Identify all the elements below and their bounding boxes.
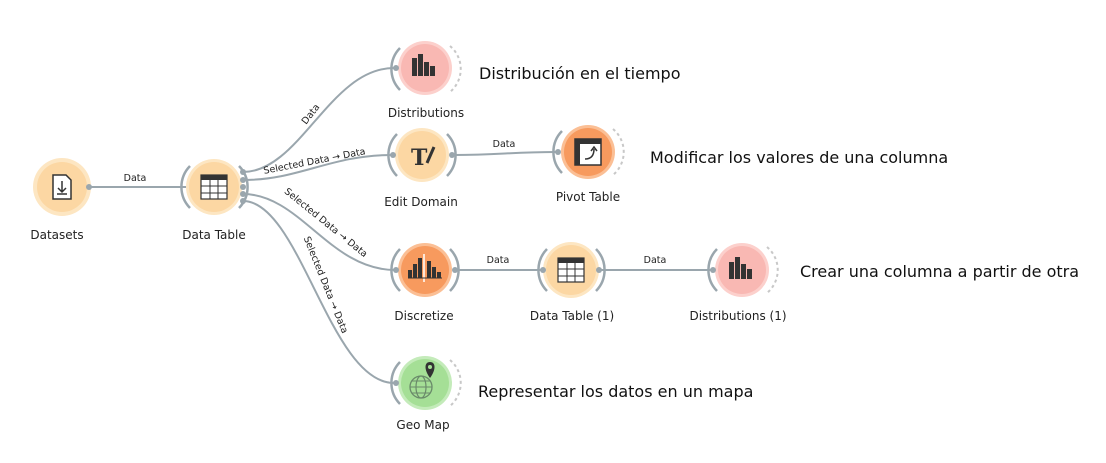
node-pivot-table[interactable]: Pivot Table (552, 125, 625, 204)
link-table-to-edit-domain[interactable] (242, 154, 393, 181)
annotation-represent-map[interactable]: Representar los datos en un mapa (478, 382, 753, 401)
text-edit-icon: T (411, 145, 436, 171)
svg-text:T: T (411, 145, 428, 171)
globe-pin-icon (409, 362, 435, 399)
node-distributions[interactable]: Distributions (388, 41, 464, 120)
pivot-icon (574, 138, 602, 166)
node-label: Geo Map (396, 418, 449, 432)
node-discretize[interactable]: Discretize (390, 243, 460, 323)
annotation-modify-values[interactable]: Modificar los valores de una columna (650, 148, 948, 167)
node-data-table-1[interactable]: Data Table (1) (530, 242, 614, 323)
node-datasets[interactable]: Datasets (30, 158, 92, 242)
node-label: Data Table (182, 228, 246, 242)
workflow-links (90, 67, 712, 384)
link-table-to-geomap[interactable] (242, 200, 395, 384)
node-label: Distributions (388, 106, 464, 120)
link-label-table1-distributions1: Data (644, 255, 667, 266)
node-label: Distributions (1) (689, 309, 786, 323)
bar-chart-icon (412, 54, 435, 76)
link-edit-to-pivot[interactable] (453, 151, 558, 156)
link-label-table-distributions: Data (300, 102, 323, 127)
node-geo-map[interactable]: Geo Map (390, 356, 462, 432)
node-label: Datasets (30, 228, 83, 242)
link-label-datasets-table: Data (124, 173, 147, 184)
annotation-create-column[interactable]: Crear una columna a partir de otra (800, 262, 1079, 281)
file-download-icon (52, 174, 72, 200)
node-distributions-1[interactable]: Distributions (1) (689, 243, 787, 323)
table-icon (557, 257, 585, 283)
link-table-to-distributions[interactable] (242, 67, 395, 173)
node-label: Discretize (394, 309, 453, 323)
link-label-discretize-table1: Data (487, 255, 510, 266)
histogram-icon (408, 254, 442, 282)
node-label: Edit Domain (384, 195, 458, 209)
link-table-to-discretize[interactable] (242, 193, 396, 271)
node-label: Pivot Table (556, 190, 620, 204)
annotation-distribution-time[interactable]: Distribución en el tiempo (479, 64, 681, 83)
link-label-table-discretize: Selected Data → Data (282, 186, 369, 260)
bar-chart-icon (729, 257, 752, 279)
link-label-table-edit-domain: Selected Data → Data (263, 146, 367, 177)
node-edit-domain[interactable]: T Edit Domain (384, 128, 458, 209)
node-data-table[interactable]: Data Table (180, 159, 249, 242)
table-icon (200, 174, 228, 200)
link-label-table-geomap: Selected Data → Data (301, 235, 350, 335)
link-label-edit-pivot: Data (493, 139, 516, 150)
annotations: Distribución en el tiempo Modificar los … (478, 64, 1079, 401)
node-label: Data Table (1) (530, 309, 614, 323)
